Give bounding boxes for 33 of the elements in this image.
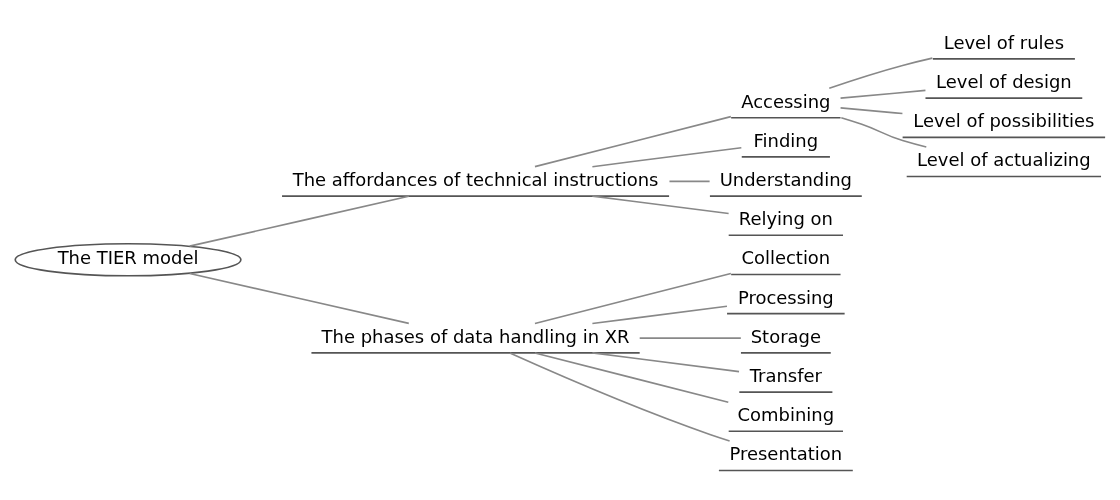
connector — [839, 107, 904, 115]
node-text: Relying on — [738, 208, 833, 230]
connector — [668, 180, 711, 183]
connector — [534, 352, 730, 404]
connector — [638, 337, 742, 339]
connector — [840, 116, 928, 148]
connector — [591, 305, 728, 325]
connector — [534, 115, 732, 168]
connector — [188, 272, 410, 325]
connector — [839, 89, 927, 99]
connector — [509, 352, 731, 442]
node-text: Storage — [750, 325, 821, 347]
node-text: Level of possibilities — [913, 110, 1095, 132]
node-text: Level of rules — [943, 31, 1064, 53]
node-text: The affordances of technical instructions — [292, 168, 659, 190]
node-text: Transfer — [749, 364, 822, 386]
node-text: Collection — [741, 247, 831, 269]
node-text: Processing — [737, 286, 834, 308]
node-ellipse: The TIER model — [14, 242, 242, 277]
node-text: Level of actualizing — [917, 149, 1091, 171]
node-text: Level of design — [936, 71, 1072, 92]
connector — [534, 272, 732, 325]
node-text: Combining — [737, 404, 835, 426]
node-text: Presentation — [729, 443, 843, 465]
connector — [591, 352, 740, 373]
connector — [591, 195, 730, 215]
node-text: Finding — [753, 129, 819, 151]
node-text: The phases of data handling in XR — [321, 325, 630, 347]
connector — [188, 195, 410, 247]
connector — [828, 57, 934, 90]
node-text: Accessing — [741, 90, 831, 112]
node-text: Understanding — [719, 168, 852, 190]
connector — [591, 146, 743, 168]
